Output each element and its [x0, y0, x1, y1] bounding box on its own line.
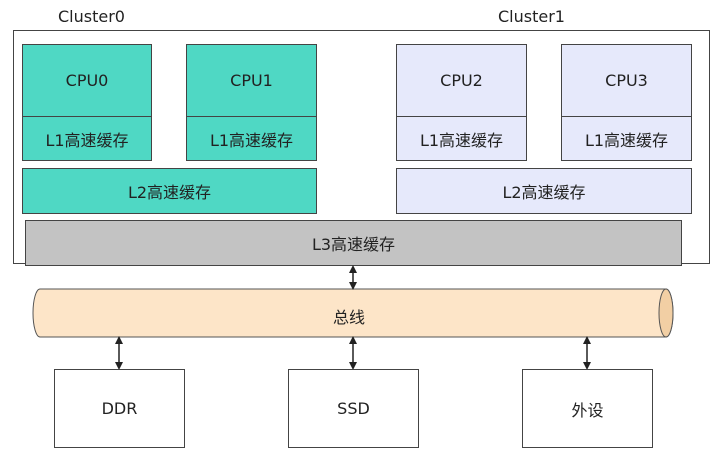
l3-label: L3高速缓存: [311, 235, 396, 254]
cpu2-core: CPU2: [396, 44, 527, 116]
cpu0-l1-cache: L1高速缓存: [22, 116, 152, 161]
cpu3-core: CPU3: [561, 44, 692, 116]
cluster0-l2-cache: L2高速缓存: [22, 168, 317, 214]
cpu2-l1-cache: L1高速缓存: [396, 116, 527, 161]
ddr-label: DDR: [101, 399, 138, 418]
cpu2-l1-label: L1高速缓存: [419, 130, 504, 150]
cluster1-l2-label: L2高速缓存: [502, 183, 586, 202]
ssd-device: SSD: [288, 369, 419, 448]
cpu3-l1-label: L1高速缓存: [584, 130, 669, 150]
cluster0-l2-label: L2高速缓存: [127, 183, 212, 202]
cpu2-label: CPU2: [440, 71, 483, 90]
peripheral-device: 外设: [522, 369, 653, 448]
bus-right-cap: [658, 288, 674, 338]
cluster1-l2-cache: L2高速缓存: [396, 168, 692, 214]
ddr-device: DDR: [54, 369, 185, 448]
cpu1-core: CPU1: [186, 44, 317, 116]
cpu3-label: CPU3: [605, 71, 648, 90]
peripheral-label: 外设: [571, 400, 604, 420]
cluster1-title: Cluster1: [498, 7, 565, 26]
cpu0-label: CPU0: [65, 71, 109, 90]
ssd-label: SSD: [337, 399, 370, 418]
cpu1-label: CPU1: [230, 71, 273, 90]
cpu0-l1-label: L1高速缓存: [45, 130, 129, 150]
cluster0-title: Cluster0: [58, 7, 125, 26]
cpu1-l1-label: L1高速缓存: [209, 130, 294, 150]
cpu3-l1-cache: L1高速缓存: [561, 116, 692, 161]
bus-label: 总线: [333, 308, 366, 327]
cpu1-l1-cache: L1高速缓存: [186, 116, 317, 161]
l3-cache: L3高速缓存: [25, 220, 682, 266]
cpu0-core: CPU0: [22, 44, 152, 116]
